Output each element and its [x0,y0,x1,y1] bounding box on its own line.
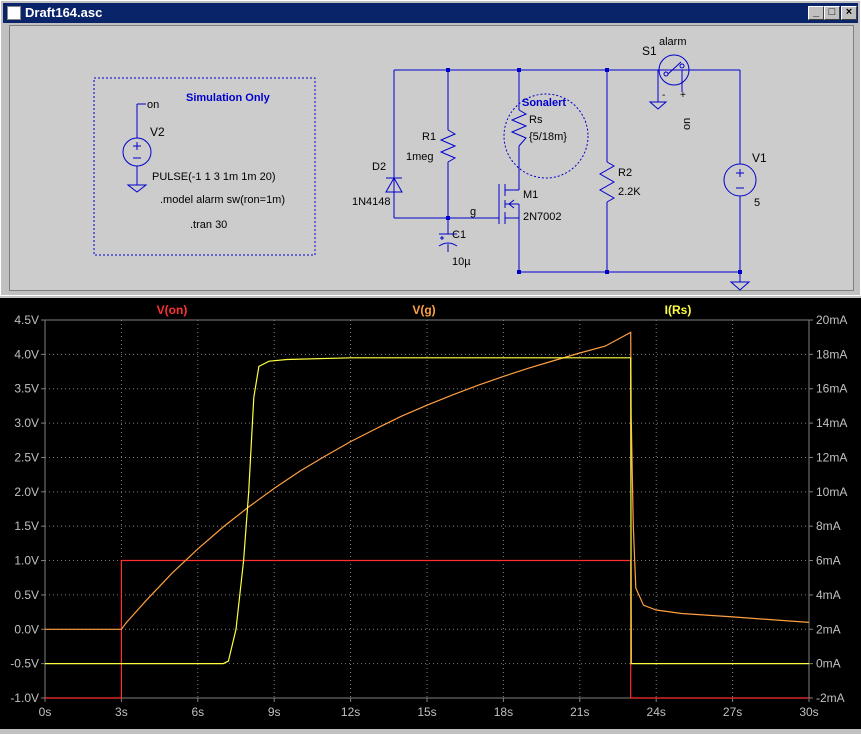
pulse-directive[interactable]: PULSE(-1 1 3 1m 1m 20) [152,171,276,183]
v2-source-symbol[interactable] [122,103,152,193]
waveform-plot-pane[interactable]: 0s 3s 6s 9s 12s 15s 18s 21s 24s 27s 30s -1.0V -0.5V 0… [0,298,861,729]
y-left-tick-label: -1.0V [10,691,39,705]
y-right-tick-label: 2mA [816,622,841,636]
schematic-icon [7,6,21,20]
model-directive[interactable]: .model alarm sw(ron=1m) [160,194,285,206]
y-left-tick-label: -0.5V [10,657,39,671]
m1-label: M1 [523,189,538,201]
y-left-tick-label: 2.5V [14,450,39,464]
y-left-tick-label: 2.0V [14,485,39,499]
x-tick-label: 9s [268,705,281,719]
s1-switch-symbol[interactable] [648,54,690,110]
waveform-chart[interactable]: 0s 3s 6s 9s 12s 15s 18s 21s 24s 27s 30s -1.0V -0.5V 0… [0,298,861,729]
restore-button[interactable]: □ [824,6,840,20]
r2-resistor-symbol[interactable] [598,161,616,203]
c1-value: 10µ [452,256,471,268]
x-tick-label: 30s [799,705,818,719]
legend-label[interactable]: V(on) [157,303,188,317]
rs-label: Rs [529,114,543,126]
s1-plus-terminal: + [680,90,686,101]
v1-label: V1 [752,151,767,165]
m1-mosfet-symbol[interactable] [498,184,520,224]
s1-node-label: on [681,118,693,130]
junction-dots [446,68,742,274]
x-tick-label: 6s [191,705,204,719]
y-right-tick-label: 20mA [816,313,847,327]
v1-value: 5 [754,197,760,209]
legend-label[interactable]: I(Rs) [665,303,692,317]
rs-resistor-symbol[interactable] [510,109,528,147]
schematic-drawing: Simulation Only on V2 PULSE(-1 1 3 1m 1m… [93,36,767,291]
y-right-tick-label: 16mA [816,382,847,396]
close-button[interactable]: × [841,6,857,20]
x-tick-label: 21s [570,705,589,719]
sonalert-label: Sonalert [522,97,566,109]
sonalert-outline [503,93,589,179]
c1-label: C1 [452,229,466,241]
y-right-tick-label: 14mA [816,416,847,430]
m1-model: 2N7002 [523,211,562,223]
y-left-tick-label: 4.5V [14,313,39,327]
trace-i-rs [45,357,809,665]
x-tick-label: 0s [39,705,52,719]
window-title: Draft164.asc [25,5,103,20]
window-titlebar[interactable]: Draft164.asc _ □ × [3,3,858,23]
y-right-tick-label: -2mA [816,691,845,705]
tran-directive[interactable]: .tran 30 [190,219,227,231]
r1-label: R1 [422,131,436,143]
schematic-canvas[interactable]: Simulation Only on V2 PULSE(-1 1 3 1m 1m… [9,25,854,291]
rs-value: {5/18m} [529,131,567,143]
minimize-button[interactable]: _ [808,6,824,20]
r1-value: 1meg [406,151,434,163]
g-node-label: g [470,206,476,218]
schematic-window: Draft164.asc _ □ × Simulation Only on V2… [0,0,861,296]
x-tick-label: 27s [723,705,742,719]
c1-capacitor-symbol[interactable] [438,233,458,247]
y-left-tick-label: 1.5V [14,519,39,533]
y-right-tick-label: 12mA [816,450,847,464]
x-tick-label: 18s [494,705,513,719]
y-right-tick-label: 4mA [816,588,841,602]
circuit-wires [393,69,741,282]
y-right-tick-label: 6mA [816,554,841,568]
y-left-tick-label: 0.5V [14,588,39,602]
y-left-tick-label: 4.0V [14,347,39,361]
y-right-tick-label: 10mA [816,485,847,499]
r2-label: R2 [618,167,632,179]
y-left-tick-label: 0.0V [14,622,39,636]
y-right-tick-label: 8mA [816,519,841,533]
y-left-tick-label: 1.0V [14,554,39,568]
x-tick-label: 12s [341,705,360,719]
legend-label[interactable]: V(g) [412,303,435,317]
trace-v-g [45,331,810,630]
r2-value: 2.2K [618,186,641,198]
s1-label: S1 [642,44,657,58]
plot-traces [45,331,810,699]
y-right-tick-label: 18mA [816,347,847,361]
simulation-only-label: Simulation Only [186,92,271,104]
s1-minus-terminal: - [662,90,665,101]
plot-grid [45,320,809,698]
simulation-only-box [93,77,316,256]
r1-resistor-symbol[interactable] [439,129,457,163]
plot-axes: 0s 3s 6s 9s 12s 15s 18s 21s 24s 27s 30s -1.0V -0.5V 0… [10,313,847,719]
s1-model: alarm [659,36,687,48]
trace-v-on [45,559,809,699]
plot-legend[interactable]: V(on) V(g) I(Rs) [157,303,692,317]
v1-source-symbol[interactable] [723,163,757,291]
d2-diode-symbol[interactable] [385,176,403,193]
v2-label: V2 [150,125,165,139]
x-tick-label: 15s [417,705,436,719]
x-tick-label: 24s [647,705,666,719]
y-left-tick-label: 3.0V [14,416,39,430]
y-left-tick-label: 3.5V [14,382,39,396]
y-right-tick-label: 0mA [816,657,841,671]
x-tick-label: 3s [115,705,128,719]
d2-label: D2 [372,161,386,173]
v2-node-label: on [147,99,159,111]
d2-model: 1N4148 [352,196,391,208]
